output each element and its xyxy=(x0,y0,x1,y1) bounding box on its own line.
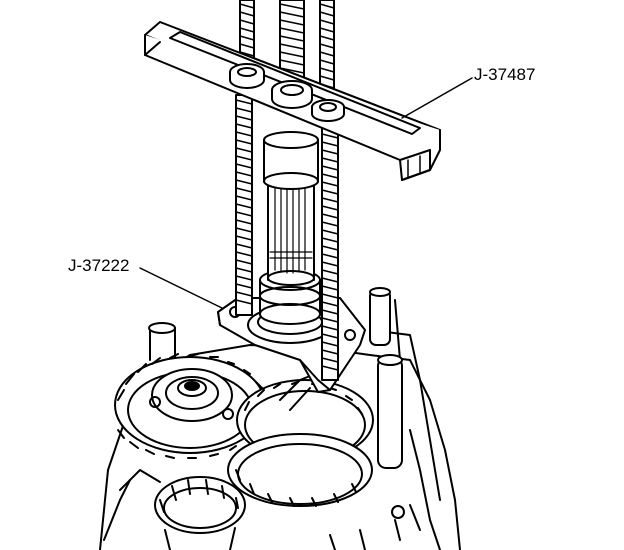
main-shaft xyxy=(263,131,319,286)
rod-nuts xyxy=(229,63,345,122)
leader-line-puller-bar xyxy=(401,77,473,119)
lower-gear xyxy=(154,476,246,550)
leader-line-bearing-remover xyxy=(139,267,223,309)
callout-bearing-remover-label: J-37222 xyxy=(68,256,130,275)
left-gear xyxy=(114,353,267,459)
transmission-case xyxy=(99,287,461,550)
right-gear-stack xyxy=(227,371,374,507)
callout-puller-bar-label: J-37487 xyxy=(474,65,536,84)
